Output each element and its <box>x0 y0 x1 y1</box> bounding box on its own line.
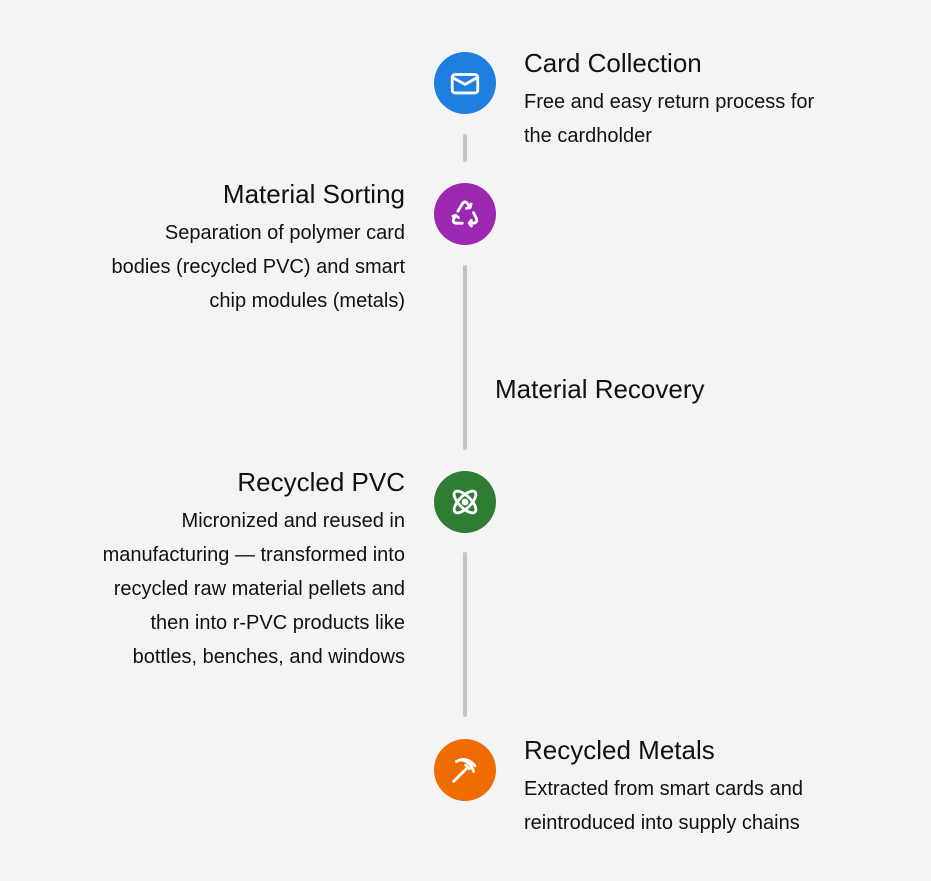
connector-line <box>463 265 467 450</box>
pickaxe-icon <box>452 758 477 783</box>
atom-icon <box>452 489 478 515</box>
recycled-metals-node <box>434 739 496 801</box>
card-collection-description: Free and easy return process for the car… <box>524 91 815 147</box>
envelope-icon <box>450 73 480 95</box>
recycled-pvc-title: Recycled PVC <box>237 467 405 497</box>
recycled-metals-description: Extracted from smart cards and reintrodu… <box>524 778 803 834</box>
material-sorting-title: Material Sorting <box>222 179 405 209</box>
recycled-pvc-description: Micronized and reused in manufacturing —… <box>102 510 405 668</box>
material-sorting-description: Separation of polymer card bodies (recyc… <box>111 222 405 312</box>
card-collection-title: Card Collection <box>524 48 702 78</box>
recycled-metals-title: Recycled Metals <box>524 735 715 765</box>
connector-line <box>463 552 467 717</box>
material-recovery-label: Material Recovery <box>495 374 705 404</box>
card-collection-node <box>434 52 496 114</box>
connector-line <box>463 134 467 162</box>
recycle-icon <box>451 200 479 228</box>
material-sorting-node <box>434 183 496 245</box>
recycled-pvc-node <box>434 471 496 533</box>
